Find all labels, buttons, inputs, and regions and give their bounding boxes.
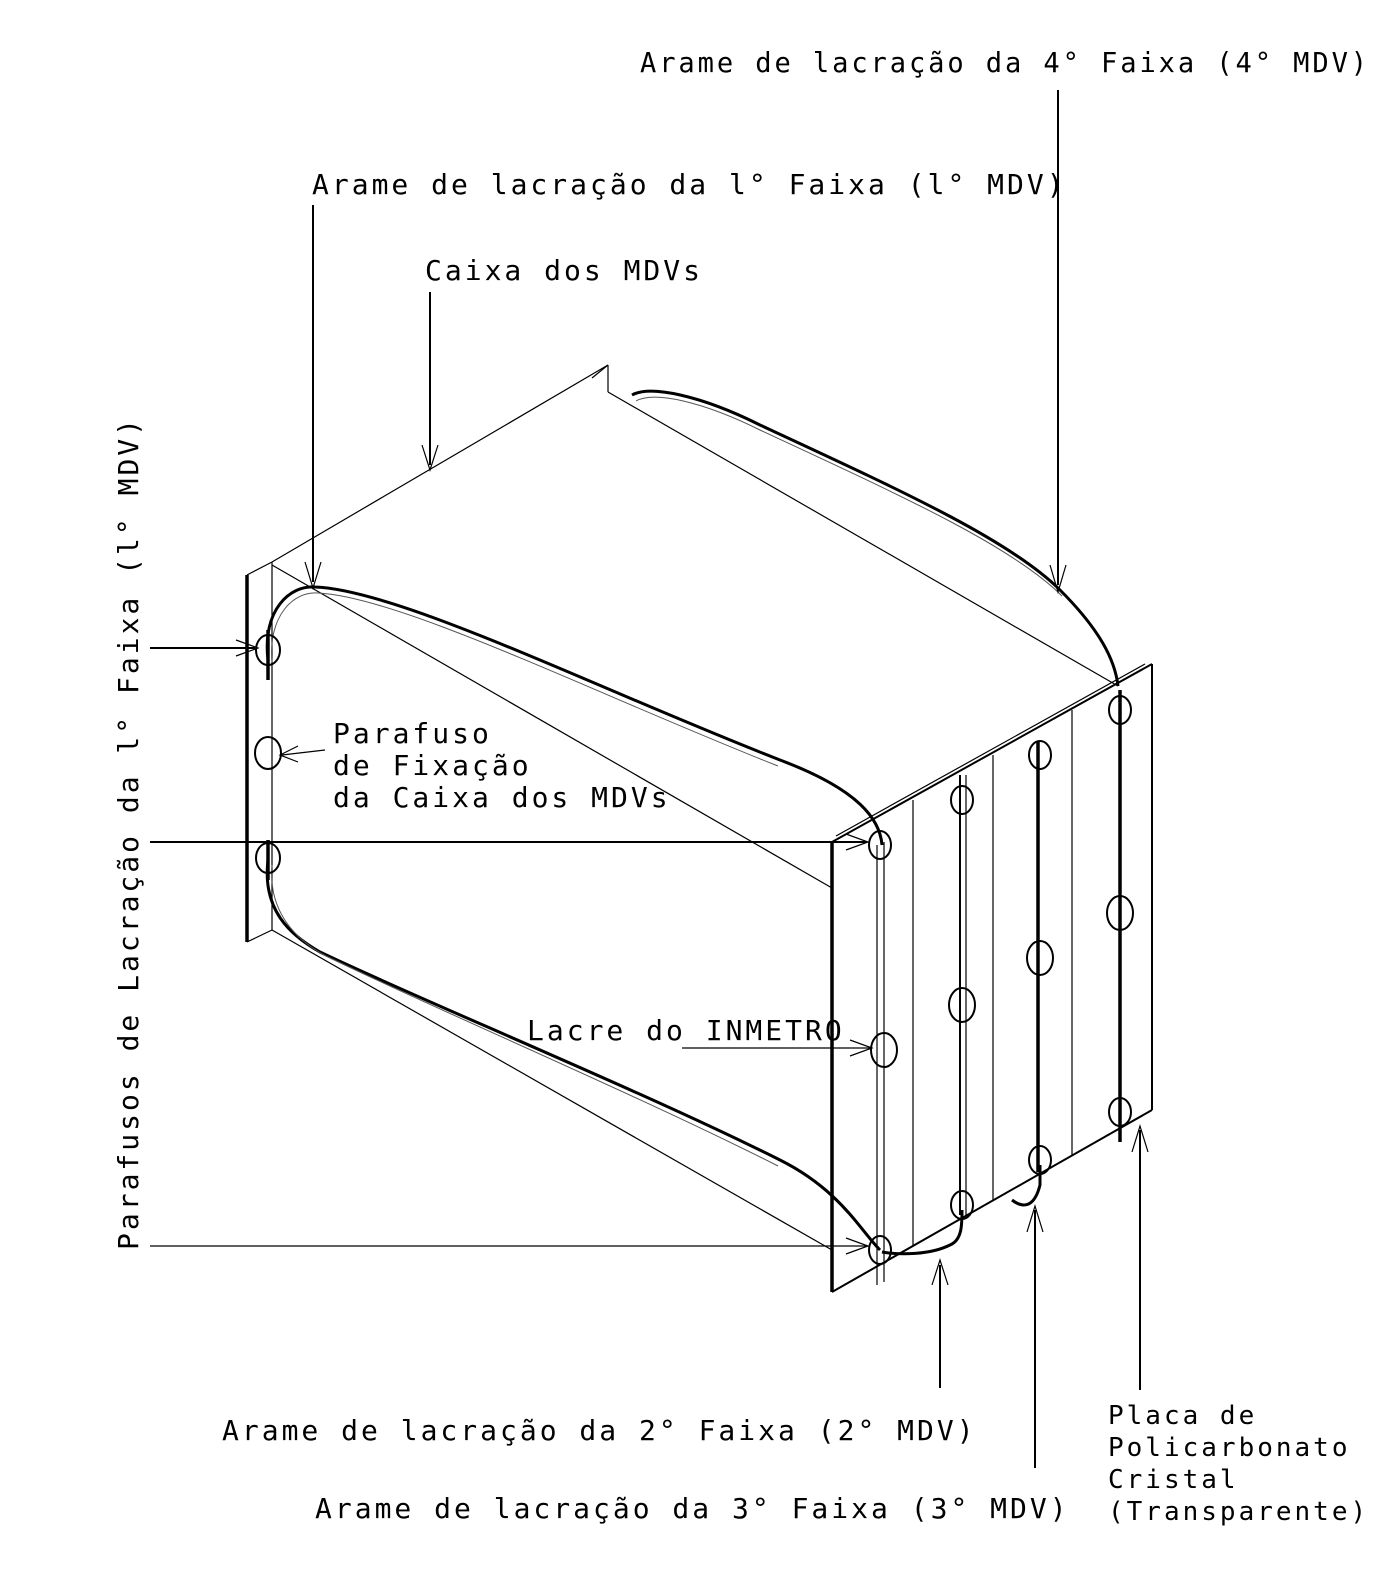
inmetro-seal	[870, 1032, 898, 1068]
screw-strip-3-top	[1028, 740, 1052, 770]
top-right-edge	[607, 391, 1119, 687]
screw-strip-2-top	[950, 785, 974, 815]
arrow-plate	[1131, 1123, 1149, 1153]
arrow-wire-4	[1049, 564, 1067, 595]
wire-3	[1011, 1165, 1042, 1207]
label-fixing-screw-2: de Fixação	[333, 749, 532, 782]
label-inmetro: Lacre do INMETRO	[527, 1014, 845, 1047]
wire-1-top	[265, 585, 884, 846]
wire-2	[881, 1209, 964, 1256]
arrow-fixing-screw	[278, 745, 299, 763]
screw-strip-2-bottom	[950, 1190, 974, 1220]
fixing-screw	[254, 736, 282, 770]
wire-1-bottom	[265, 859, 882, 1252]
wire-1-bottom-shadow	[271, 864, 779, 1167]
bottom-left-diagonal	[271, 929, 833, 1251]
label-plate-3: Cristal	[1108, 1465, 1239, 1495]
back-plate-top	[246, 561, 273, 576]
screw-strip-4-top	[1108, 695, 1132, 725]
arrow-seal-screw-3	[845, 1237, 870, 1255]
arrow-seal-screw-2	[845, 833, 870, 851]
seal-wires	[265, 389, 1120, 1256]
label-wire-3: Arame de lacração da 3° Faixa (3° MDV)	[315, 1492, 1070, 1525]
arrow-seal-screw-1	[235, 639, 260, 657]
box-body	[245, 364, 1153, 1293]
arrow-inmetro	[849, 1039, 874, 1057]
leader-fixing-screw	[281, 749, 326, 756]
label-plate-1: Placa de	[1108, 1401, 1257, 1431]
label-plate-2: Policarbonato	[1108, 1433, 1351, 1463]
labels: Arame de lacração da 4° Faixa (4° MDV) A…	[112, 46, 1370, 1527]
leaders	[150, 90, 1149, 1468]
label-wire-4: Arame de lacração da 4° Faixa (4° MDV)	[640, 46, 1370, 79]
label-box: Caixa dos MDVs	[425, 254, 703, 287]
wire-4	[631, 389, 1120, 687]
label-fixing-screw-3: da Caixa dos MDVs	[333, 781, 671, 814]
wire-1-top-shadow	[271, 592, 779, 767]
back-plate-bottom	[246, 929, 273, 943]
screw-strip-3-bottom	[1028, 1145, 1052, 1175]
label-fixing-screw-1: Parafuso	[333, 717, 492, 750]
screw-strip-2-mid	[948, 987, 976, 1023]
seal-screw-back-top	[255, 634, 281, 666]
label-seal-screws: Parafusos de Lacração da l° Faixa (l° MD…	[112, 416, 145, 1250]
top-back-edge	[271, 364, 609, 563]
front-plate-top	[831, 663, 1153, 843]
label-wire-1: Arame de lacração da l° Faixa (l° MDV)	[312, 168, 1067, 201]
screw-strip-4-bottom	[1108, 1097, 1132, 1127]
arrow-box	[421, 444, 439, 472]
top-left-diagonal	[271, 564, 833, 889]
arrow-wire-2	[931, 1258, 949, 1286]
seal-screw-front-bottom	[868, 1235, 892, 1265]
screw-strip-3-mid	[1026, 940, 1054, 976]
top-tab-edge	[591, 364, 609, 379]
label-plate-4: (Transparente)	[1108, 1497, 1369, 1527]
screws	[254, 634, 1134, 1265]
wire-4-shadow	[635, 396, 1063, 597]
arrow-wire-3	[1026, 1203, 1044, 1233]
arrow-wire-1	[304, 561, 322, 591]
label-wire-2: Arame de lacração da 2° Faixa (2° MDV)	[222, 1414, 977, 1447]
front-plate-top-inner	[835, 663, 1146, 837]
screw-strip-4-mid	[1106, 895, 1134, 931]
seal-screw-front-top	[868, 830, 892, 860]
